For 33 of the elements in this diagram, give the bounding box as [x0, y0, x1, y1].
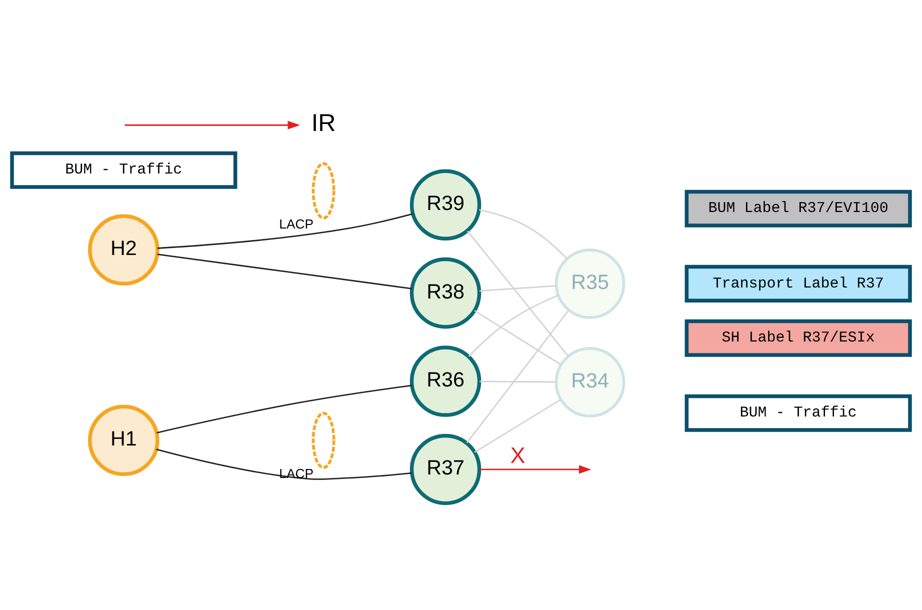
- connector: [157, 253, 412, 289]
- node-label: LACP: [279, 216, 314, 232]
- arrow: [480, 464, 592, 474]
- node-circle: H2: [88, 214, 160, 286]
- connector: [480, 380, 556, 382]
- node-ellipse: [312, 411, 336, 468]
- edge-label: X: [510, 442, 526, 468]
- node-circle: R38: [410, 256, 482, 328]
- node-box: BUM - Traffic: [10, 150, 238, 188]
- node-circle: R37: [410, 433, 482, 505]
- node-ellipse: [312, 162, 336, 219]
- connector: [466, 309, 570, 443]
- connector: [466, 230, 569, 356]
- node-box: Transport Label R37: [684, 264, 912, 302]
- node-label: LACP: [279, 466, 314, 481]
- node-circle: R35: [554, 248, 626, 318]
- node-circle: R39: [410, 168, 482, 240]
- node-circle: H1: [88, 404, 160, 476]
- connector: [156, 384, 412, 433]
- node-box: SH Label R37/ESIx: [684, 318, 912, 356]
- connector: [474, 310, 562, 365]
- node-circle: R34: [554, 346, 626, 417]
- connector: [156, 448, 412, 480]
- node-box: BUM Label R37/EVI100: [684, 189, 912, 227]
- connector: [479, 208, 568, 259]
- connector: [468, 294, 559, 356]
- connector: [157, 212, 414, 248]
- node-circle: R36: [410, 345, 482, 416]
- arrow: [124, 120, 300, 129]
- connector: [474, 398, 562, 452]
- node-box: BUM - Traffic: [684, 394, 912, 432]
- node-text: IR: [311, 110, 336, 137]
- connector: [479, 284, 556, 292]
